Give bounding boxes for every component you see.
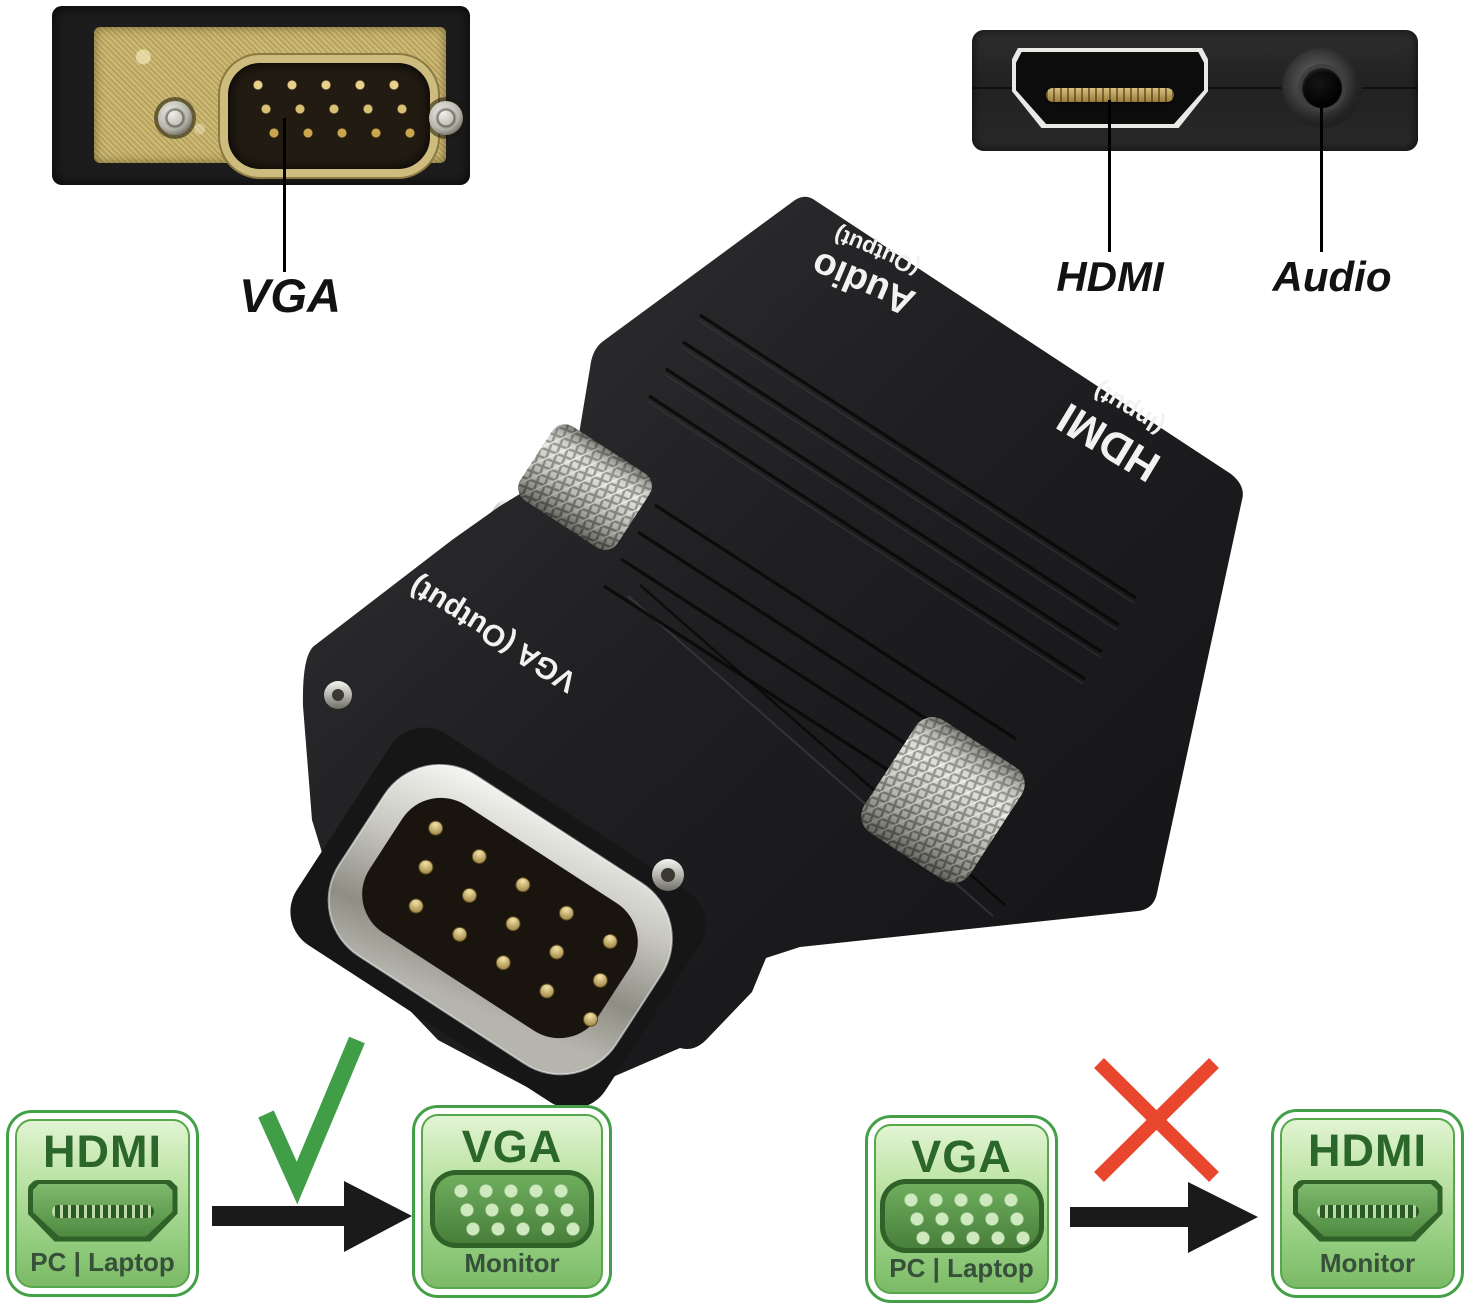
hdmi-label: HDMI bbox=[1056, 253, 1164, 300]
body-grooves-top-highlight bbox=[646, 319, 1135, 685]
audio-jack-hole bbox=[1302, 68, 1342, 108]
diagram-correct-target-box: VGA Monitor bbox=[412, 1105, 612, 1298]
dsub-pins bbox=[408, 820, 618, 1027]
vga-gold-plate bbox=[94, 27, 463, 177]
vga-male-connector bbox=[290, 681, 706, 1109]
diagram-wrong-target-box: HDMI Monitor bbox=[1271, 1109, 1464, 1298]
hdmi-audio-photo bbox=[972, 30, 1418, 151]
diagram-correct-source-box: HDMI PC | Laptop bbox=[6, 1110, 199, 1297]
vga-pointer-line bbox=[283, 118, 286, 272]
vga-connector-icon bbox=[879, 1179, 1044, 1253]
diagram-title: VGA bbox=[911, 1131, 1012, 1182]
diagram-caption: PC | Laptop bbox=[889, 1253, 1034, 1283]
vga-label: VGA bbox=[239, 269, 341, 322]
dsub-cavity bbox=[362, 797, 638, 1039]
check-icon bbox=[258, 1036, 365, 1205]
hdmi-contact-slot bbox=[1046, 88, 1174, 102]
vga-connector-icon bbox=[430, 1169, 594, 1248]
hdmi-connector-icon bbox=[1292, 1179, 1443, 1242]
left-thumbscrew bbox=[518, 424, 652, 550]
vga-port-photo bbox=[52, 6, 470, 185]
flange-screw-top bbox=[324, 681, 352, 709]
diagram-title: VGA bbox=[461, 1121, 563, 1172]
vga-pin-holes bbox=[228, 63, 430, 169]
diagram-title: HDMI bbox=[43, 1126, 162, 1177]
diagram-caption: Monitor bbox=[1319, 1248, 1416, 1278]
right-thumbscrew bbox=[861, 717, 1025, 883]
arrow-right-icon-wrong bbox=[1070, 1182, 1258, 1253]
vga-screw-post-left bbox=[158, 101, 192, 135]
vga-screw-post-right bbox=[429, 101, 463, 135]
flange-screw-bottom bbox=[652, 859, 684, 891]
audio-label: Audio bbox=[1272, 253, 1392, 300]
hdmi-connector-icon bbox=[27, 1179, 178, 1242]
diagram-caption: Monitor bbox=[464, 1248, 560, 1278]
arrow-right-icon-correct bbox=[212, 1181, 412, 1252]
body-grooves-top bbox=[648, 313, 1137, 681]
diagram-caption: PC | Laptop bbox=[30, 1247, 175, 1277]
cross-icon bbox=[1094, 1058, 1219, 1182]
audio-jack bbox=[1282, 48, 1362, 128]
diagram-title: HDMI bbox=[1308, 1125, 1427, 1176]
audio-pointer-line bbox=[1320, 103, 1323, 252]
diagram-wrong-source-box: VGA PC | Laptop bbox=[865, 1115, 1058, 1303]
hdmi-pointer-line bbox=[1108, 100, 1111, 252]
